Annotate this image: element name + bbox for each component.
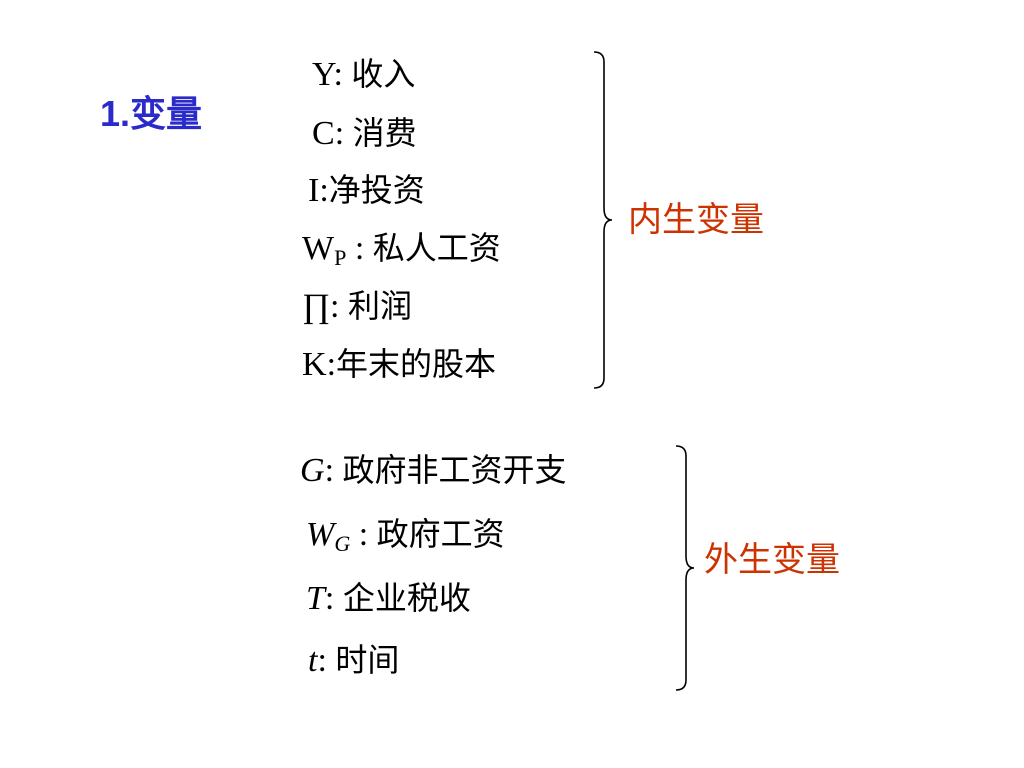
variable-separator: : xyxy=(326,346,337,383)
variable-separator: : xyxy=(346,230,373,267)
variable-subscript: P xyxy=(334,245,347,270)
variable-symbol: Y xyxy=(312,56,334,93)
variable-description: 企业税收 xyxy=(342,579,471,617)
variable-separator: : xyxy=(330,288,348,325)
exogenous-item-government-wages: WG : 政府工资 xyxy=(306,514,505,555)
endogenous-item-profit: ∏: 利润 xyxy=(302,286,412,327)
variable-description: 净投资 xyxy=(328,171,425,209)
variable-subscript: G xyxy=(334,531,351,556)
endogenous-item-net-investment: I:净投资 xyxy=(308,170,425,211)
variable-separator: : xyxy=(319,172,329,209)
variable-symbol: W xyxy=(306,516,335,553)
variable-description: 政府工资 xyxy=(376,515,505,553)
section-title-text: 变量 xyxy=(130,94,203,135)
variable-symbol: ∏ xyxy=(302,288,330,325)
section-number: 1. xyxy=(100,93,131,134)
endogenous-brace xyxy=(593,51,613,389)
variable-symbol: W xyxy=(302,230,335,267)
variable-description: 利润 xyxy=(347,287,412,325)
variable-separator: : xyxy=(317,642,336,679)
variable-separator: : xyxy=(324,580,343,617)
variable-symbol: T xyxy=(306,580,325,617)
variable-symbol: t xyxy=(308,642,318,679)
variable-description: 年末的股本 xyxy=(336,345,497,383)
endogenous-item-income: Y: 收入 xyxy=(312,54,415,95)
variable-description: 收入 xyxy=(351,55,416,93)
variable-description: 消费 xyxy=(352,114,417,152)
section-title: 1.变量 xyxy=(100,92,202,137)
endogenous-item-capital-stock: K:年末的股本 xyxy=(302,344,496,385)
endogenous-item-consumption: C: 消费 xyxy=(312,113,417,154)
variable-description: 政府非工资开支 xyxy=(342,451,567,489)
variable-symbol: G xyxy=(300,452,325,489)
variable-separator: : xyxy=(333,56,352,93)
variable-separator: : xyxy=(350,516,377,553)
variable-separator: : xyxy=(334,115,353,152)
variable-separator: : xyxy=(324,452,343,489)
variable-symbol: C xyxy=(312,115,335,152)
exogenous-item-government-nonwage: G: 政府非工资开支 xyxy=(300,450,567,491)
variable-description: 私人工资 xyxy=(372,229,501,267)
variable-description: 时间 xyxy=(335,641,400,679)
endogenous-item-private-wages: WP : 私人工资 xyxy=(302,228,501,269)
exogenous-item-business-taxes: T: 企业税收 xyxy=(306,578,471,619)
variable-symbol: I xyxy=(308,172,320,209)
variable-symbol: K xyxy=(302,346,327,383)
exogenous-item-time: t: 时间 xyxy=(308,640,399,681)
exogenous-label: 外生变量 xyxy=(704,540,840,580)
endogenous-label: 内生变量 xyxy=(628,200,764,240)
exogenous-brace xyxy=(675,445,695,691)
